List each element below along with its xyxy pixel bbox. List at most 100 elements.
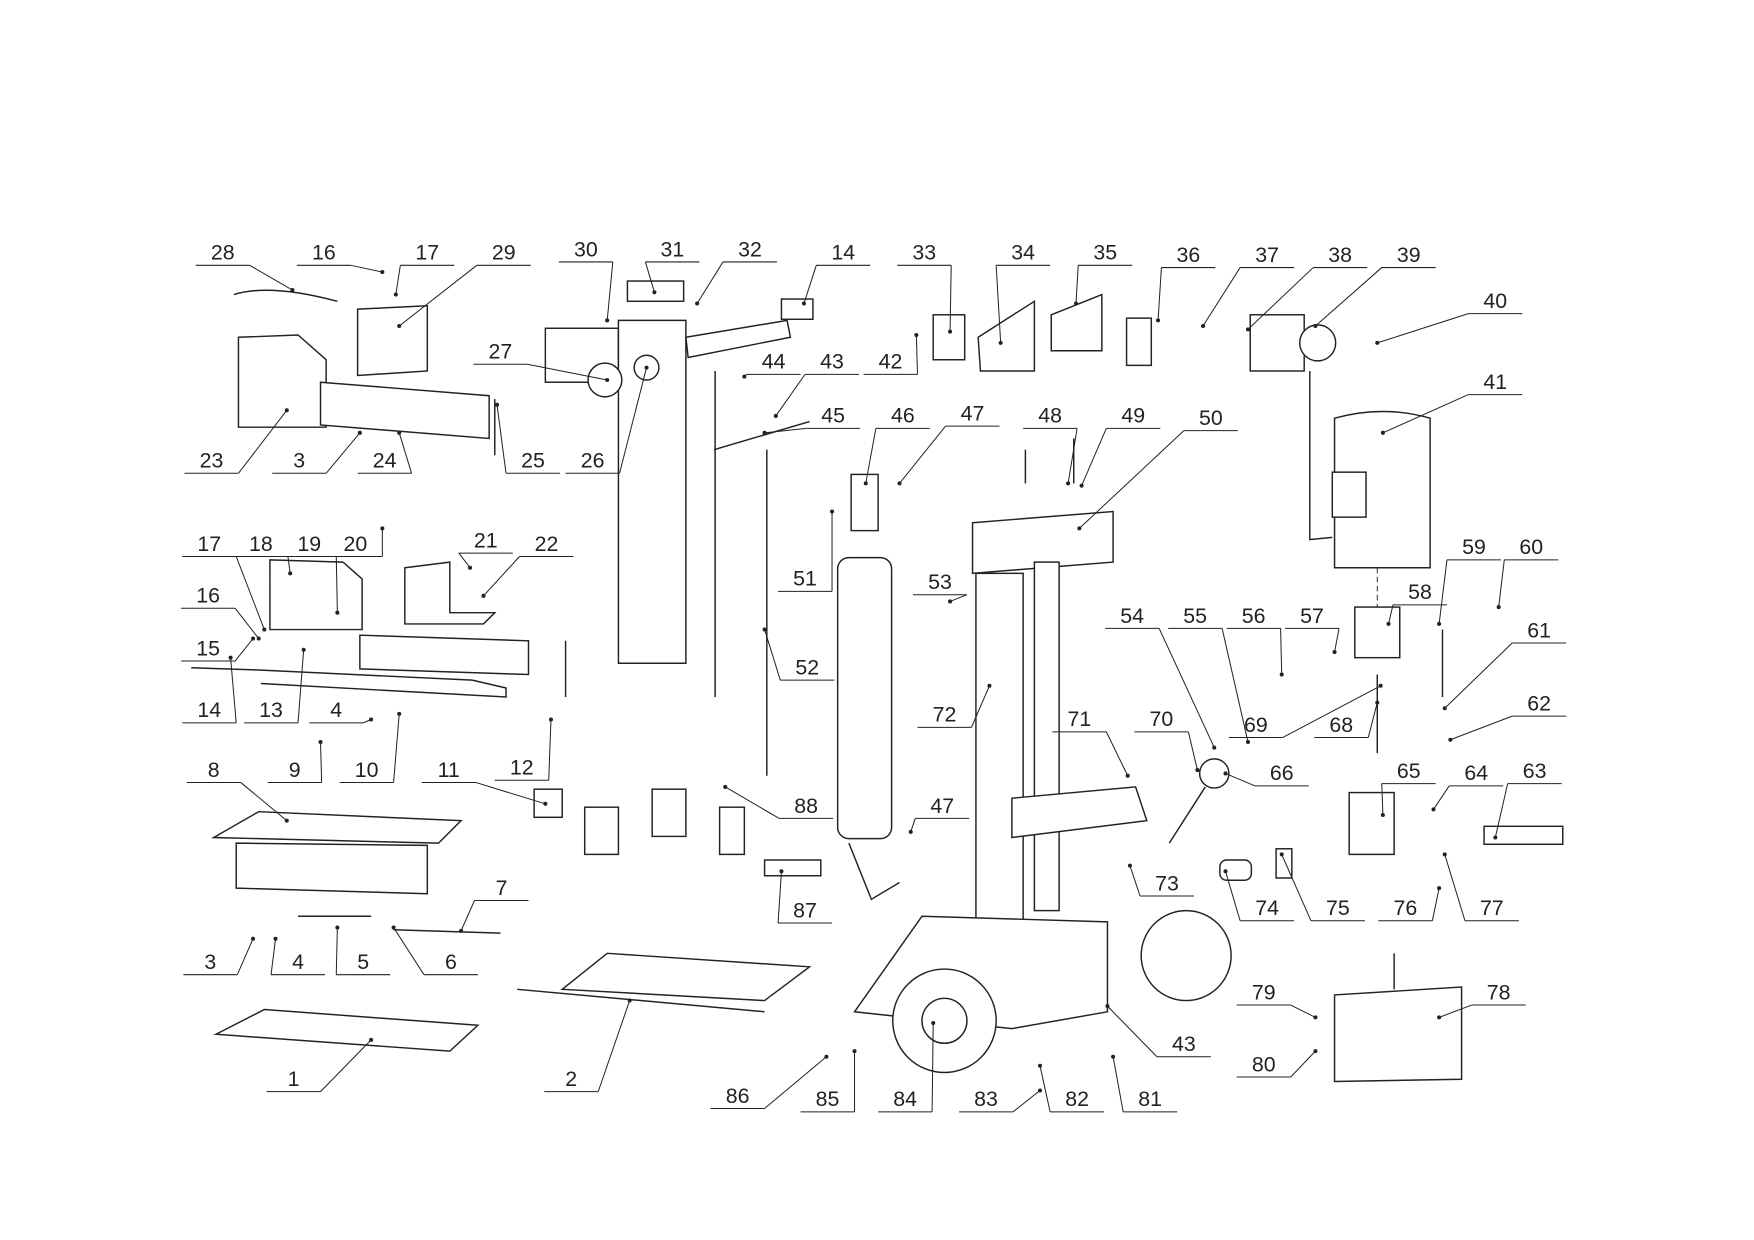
leader-line: [764, 629, 781, 681]
callout-15: 15: [181, 636, 256, 662]
leader-dot: [695, 301, 700, 306]
callout-number: 31: [661, 237, 685, 261]
callout-number: 27: [489, 340, 513, 364]
callout-17: 17: [182, 532, 267, 632]
leader-dot: [1431, 807, 1436, 812]
callout-20: 20: [328, 526, 385, 557]
leader-line: [1377, 313, 1469, 344]
callout-number: 44: [762, 350, 786, 374]
callout-number: 13: [259, 698, 283, 722]
leader-dot: [605, 377, 610, 383]
callout-83: 83: [959, 1087, 1043, 1113]
leader-dot: [762, 430, 767, 435]
leader-line: [1225, 871, 1241, 921]
leader-dot: [228, 655, 233, 660]
callout-number: 66: [1270, 761, 1294, 785]
leader-dot: [948, 329, 953, 334]
callout-42: 42: [863, 332, 919, 375]
callout-number: 18: [249, 532, 273, 556]
leader-dot: [644, 365, 649, 370]
leader-dot: [1200, 323, 1206, 329]
callout-81: 81: [1111, 1054, 1178, 1113]
leader-line: [777, 871, 782, 924]
callout-number: 12: [510, 756, 534, 780]
leader-dot: [824, 1054, 829, 1059]
leader-dot: [273, 936, 278, 941]
leader-dot: [391, 925, 396, 930]
callout-49: 49: [1079, 404, 1161, 488]
leader-line: [320, 741, 323, 783]
callout-number: 29: [492, 241, 516, 265]
callout-78: 78: [1437, 980, 1526, 1020]
callout-45: 45: [762, 404, 861, 435]
callout-number: 83: [974, 1087, 998, 1111]
leader-line: [240, 782, 288, 822]
leader-line: [496, 404, 507, 474]
hydraulic-cylinder: [763, 473, 900, 901]
leader-line: [1081, 428, 1107, 486]
leader-dot: [397, 711, 402, 716]
leader-line: [1075, 265, 1079, 304]
callout-number: 73: [1155, 871, 1179, 895]
callout-46: 46: [863, 404, 930, 486]
callout-number: 34: [1011, 241, 1035, 265]
leader-line: [398, 264, 478, 327]
leader-line: [803, 265, 817, 304]
callout-79: 79: [1236, 980, 1318, 1020]
callout-60: 60: [1496, 535, 1559, 610]
callout-3: 3: [183, 936, 256, 976]
callout-number: 19: [297, 532, 321, 556]
leader-line: [1158, 628, 1215, 748]
callout-number: 53: [928, 570, 952, 594]
leader-line: [398, 432, 413, 474]
leader-line: [1381, 783, 1384, 816]
leader-dot: [987, 683, 992, 688]
callout-28: 28: [195, 241, 295, 293]
leader-dot: [1156, 318, 1161, 323]
callout-number: 2: [565, 1067, 577, 1091]
callout-number: 22: [535, 532, 559, 556]
callout-35: 35: [1073, 241, 1133, 306]
leader-line: [350, 264, 383, 273]
leader-line: [899, 425, 946, 484]
leader-dot: [897, 481, 902, 486]
leader-dot: [1386, 621, 1391, 626]
callout-59: 59: [1437, 535, 1501, 626]
callout-40: 40: [1375, 289, 1523, 345]
wear-pads: [533, 788, 746, 856]
leader-dot: [1223, 869, 1228, 874]
leader-line: [1107, 1005, 1158, 1058]
leader-dot: [1313, 1049, 1318, 1054]
leader-line: [325, 432, 361, 474]
leader-line: [915, 334, 918, 375]
leader-dot: [1105, 1004, 1110, 1009]
leader-line: [335, 927, 338, 975]
leader-dot: [1313, 1015, 1318, 1020]
callout-number: 3: [204, 950, 216, 974]
callout-number: 78: [1487, 980, 1511, 1004]
callout-number: 60: [1519, 535, 1543, 559]
callout-41: 41: [1380, 370, 1523, 435]
leader-dot: [1448, 737, 1453, 742]
callout-number: 20: [343, 532, 367, 556]
callout-9: 9: [267, 739, 323, 783]
leader-line: [696, 261, 724, 304]
grating-table: [211, 810, 501, 934]
leader-line: [460, 900, 475, 932]
callout-number: 51: [793, 567, 817, 591]
callout-4: 4: [270, 936, 326, 976]
callout-7: 7: [459, 876, 529, 933]
leader-dot: [1380, 813, 1385, 818]
callout-18: 18: [233, 532, 293, 576]
callout-number: 79: [1252, 980, 1276, 1004]
callout-47: 47: [908, 794, 970, 834]
callout-number: 14: [831, 241, 855, 265]
callout-68: 68: [1314, 700, 1380, 738]
leader-line: [995, 265, 1002, 343]
callout-17: 17: [393, 241, 455, 297]
callout-8: 8: [186, 758, 289, 823]
leader-dot: [830, 509, 835, 514]
part-drawings: [191, 280, 1564, 1083]
callout-3: 3: [272, 430, 362, 474]
